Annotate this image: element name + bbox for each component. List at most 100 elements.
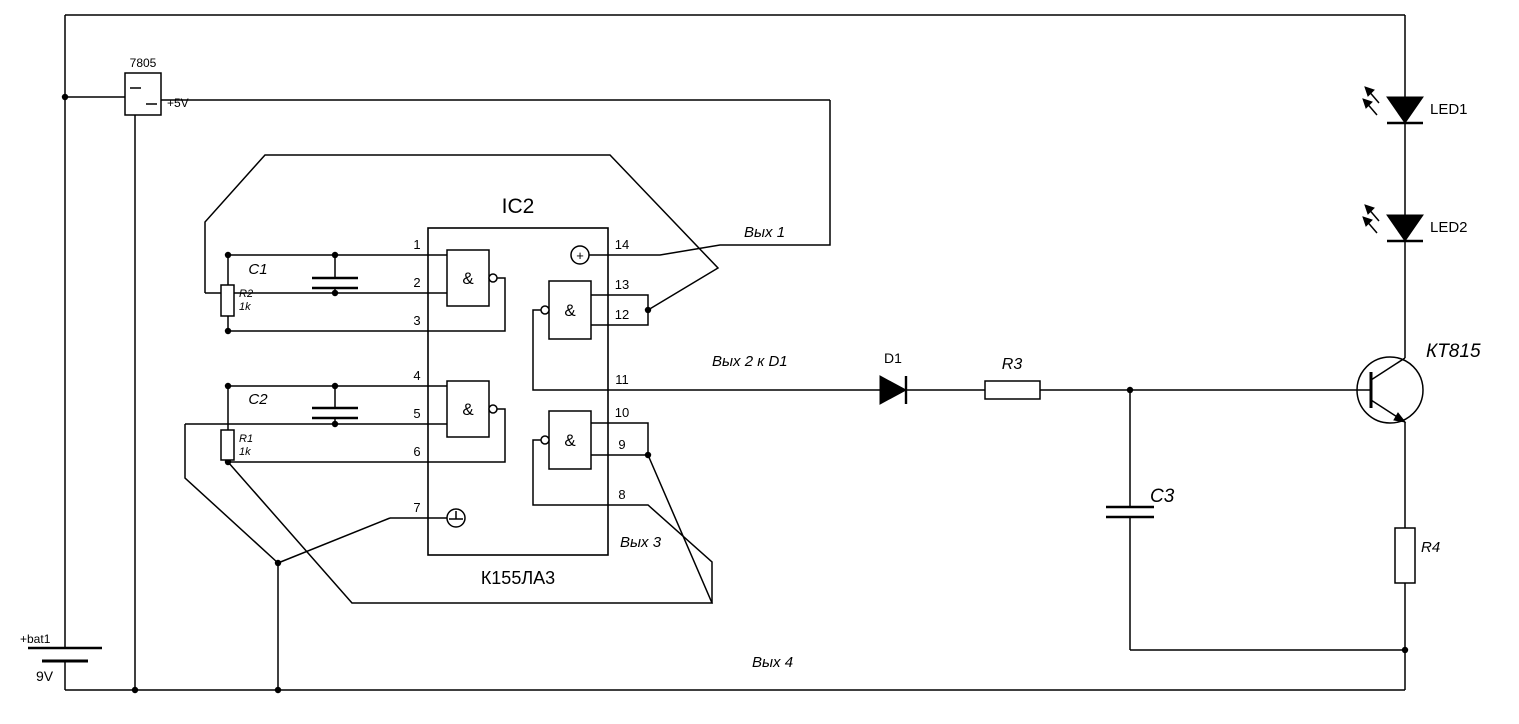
nand-gate-2: & [446, 380, 498, 438]
junction-dot [224, 327, 232, 335]
transistor-kt815: КТ815 [1356, 341, 1481, 424]
pin-number-10: 10 [615, 405, 629, 420]
junction-dot [224, 382, 232, 390]
r2-value: 1k [239, 301, 251, 313]
r4-body [1394, 527, 1416, 584]
r1-body [220, 429, 235, 461]
junction-dot [61, 93, 69, 101]
wire-feedback-bottom [227, 454, 714, 604]
gate-body [446, 249, 490, 307]
junction-dot [131, 686, 139, 694]
inverter-bubble-icon [488, 404, 498, 414]
led1-label: LED1 [1430, 101, 1468, 118]
resistor-r3: R3 [984, 356, 1041, 400]
pin-number-11: 11 [615, 372, 629, 387]
output1-label: Вых 1 [744, 224, 785, 241]
capacitor-c1: C1 [248, 261, 358, 290]
wire-loop-over-ic [204, 154, 720, 311]
gate-body [548, 280, 592, 340]
led-arrowhead-icon [1362, 98, 1373, 109]
resistor-r2: R2 1k [220, 284, 253, 317]
junction-dots [61, 93, 1409, 694]
pin-number-8: 8 [618, 487, 625, 502]
junction-dot [274, 559, 282, 567]
inverter-bubble-icon [540, 305, 550, 315]
wire-gate3-output [532, 309, 608, 391]
ic-body [427, 227, 609, 556]
pin-number-7: 7 [413, 500, 420, 515]
output3-label: Вых 3 [620, 534, 662, 551]
battery-label: +bat1 [20, 632, 51, 646]
junction-dot [1401, 646, 1409, 654]
nand-gate-4: & [540, 410, 592, 470]
led1: LED1 [1362, 86, 1468, 125]
junction-dot [331, 420, 339, 428]
junction-dot [331, 289, 339, 297]
led-arrowhead-icon [1364, 86, 1375, 97]
pin-number-12: 12 [615, 307, 629, 322]
emitter-arrow-icon [1393, 412, 1407, 423]
ic-name: IC2 [502, 195, 535, 218]
gate-body [446, 380, 490, 438]
junction-dot [644, 451, 652, 459]
wire-gate1-output [428, 277, 506, 332]
output4-label: Вых 4 [752, 654, 793, 671]
junction-dot [331, 251, 339, 259]
led-arrowhead-icon [1364, 204, 1375, 215]
junction-dot [224, 251, 232, 259]
wire-5v-to-pin14 [608, 100, 831, 256]
wire-gate2-output [428, 408, 506, 463]
led2-label: LED2 [1430, 219, 1468, 236]
c2-label: C2 [248, 391, 268, 408]
output2-label: Вых 2 к D1 [712, 353, 788, 370]
pin-number-6: 6 [413, 444, 420, 459]
pin-number-3: 3 [413, 313, 420, 328]
junction-dot [644, 306, 652, 314]
r2-body [220, 284, 235, 317]
transistor-label: КТ815 [1426, 341, 1481, 362]
ic-part-number: К155ЛА3 [481, 568, 555, 588]
ic-ground-symbol [446, 508, 466, 528]
resistor-r1: R1 1k [220, 429, 253, 461]
wires [64, 14, 1406, 691]
capacitor-c3: C3 [1106, 486, 1175, 519]
plus-icon: + [576, 248, 584, 263]
wire-gate4-output [532, 439, 608, 506]
and-symbol: & [462, 400, 474, 419]
junction-dot [1126, 386, 1134, 394]
wire-pin5-down [184, 424, 279, 564]
regulator-body [124, 72, 162, 116]
inverter-bubble-icon [540, 435, 550, 445]
junction-dot [274, 686, 282, 694]
and-symbol: & [564, 431, 576, 450]
wire-pins10-9-join [608, 422, 649, 456]
led2: LED2 [1362, 204, 1468, 243]
nand-gate-3: & [540, 280, 592, 340]
pin-number-13: 13 [615, 277, 629, 292]
wire-pin7-slant [277, 517, 391, 564]
ic-k155la3: IC2 К155ЛА3 1 2 3 4 5 6 7 14 13 12 11 10… [413, 195, 629, 588]
battery-voltage: 9V [36, 668, 54, 684]
c1-label: C1 [248, 261, 267, 278]
pin-number-14: 14 [615, 237, 629, 252]
c3-label: C3 [1150, 486, 1175, 507]
led-triangle-icon [1386, 214, 1424, 242]
transistor-collector-lead [1370, 357, 1406, 381]
wire-pin8-out [608, 504, 713, 603]
resistor-r4: R4 [1394, 527, 1440, 584]
r1-label: R1 [239, 433, 253, 445]
r1-value: 1k [239, 446, 251, 458]
ic-power-symbol: + [570, 245, 590, 265]
r3-label: R3 [1002, 356, 1023, 373]
r3-body [984, 380, 1041, 400]
power-circle-icon [570, 245, 590, 265]
led-triangle-icon [1386, 96, 1424, 124]
d1-label: D1 [884, 350, 902, 366]
and-symbol: & [462, 269, 474, 288]
led-arrowhead-icon [1362, 216, 1373, 227]
pin-number-2: 2 [413, 275, 420, 290]
nand-gate-1: & [446, 249, 498, 307]
battery-9v: +bat1 9V [20, 632, 102, 684]
